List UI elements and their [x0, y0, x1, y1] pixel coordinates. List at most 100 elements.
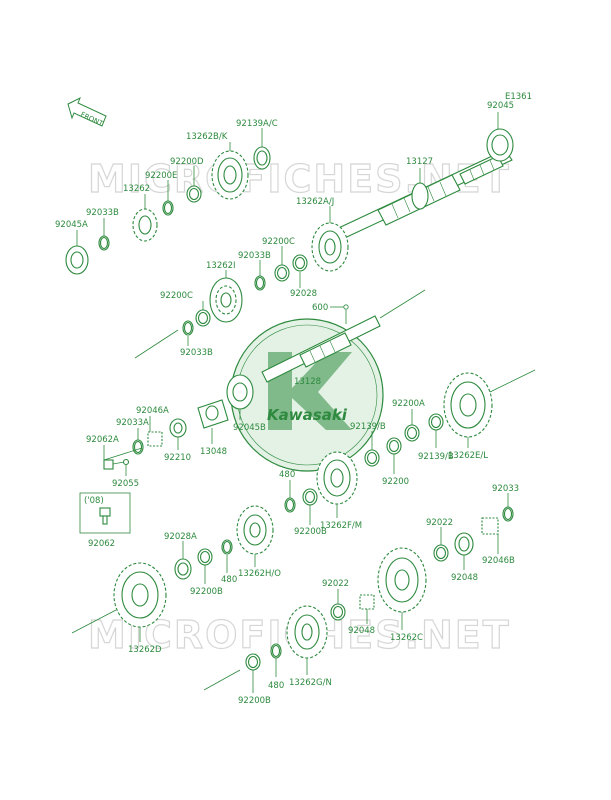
label-13262fm: 13262F/M	[320, 521, 362, 531]
bearing-92045a	[65, 245, 89, 275]
washer-92200b-a	[302, 488, 318, 506]
variant-box-08: ('08)	[79, 492, 131, 534]
pin-92055	[122, 458, 130, 466]
needle-bearing-92048	[359, 594, 375, 610]
label-13128: 13128	[294, 377, 321, 387]
leader-lines	[76, 128, 509, 693]
label-92045a: 92045A	[55, 220, 88, 230]
label-13262: 13262	[123, 184, 150, 194]
label-92062a: 92062A	[86, 435, 119, 445]
bolt-92062a	[103, 459, 125, 470]
label-13262c: 13262C	[390, 633, 423, 643]
label-13127: 13127	[406, 157, 433, 167]
label-92022-right: 92022	[426, 518, 453, 528]
gear-13262ho	[236, 505, 274, 555]
label-92200c-mid: 92200C	[262, 237, 295, 247]
circlip-92200e	[162, 200, 174, 216]
circlip-480-a	[284, 497, 296, 513]
collar-92139ac	[253, 146, 271, 170]
washer-92200b-c	[245, 653, 261, 671]
washer-92022-mid	[330, 603, 346, 621]
gear-13262	[132, 208, 158, 242]
label-13262gn: 13262G/N	[289, 678, 332, 688]
collar-92028a	[174, 558, 192, 580]
hub-13048	[197, 399, 229, 429]
label-600: 600	[312, 303, 328, 313]
circlip-480-b	[221, 539, 233, 555]
label-92046b: 92046B	[482, 556, 515, 566]
part-labels: 92045 13127 92139A/C 13262B/K 92200D 922…	[55, 101, 519, 706]
circlip-92033b-mid	[254, 275, 266, 291]
gear-13262d	[71, 562, 167, 634]
label-92200: 92200	[382, 477, 409, 487]
washer-92200	[386, 437, 402, 455]
label-92033b-left: 92033B	[180, 348, 213, 358]
label-92200a: 92200A	[392, 399, 425, 409]
gear-13262fm	[316, 451, 358, 505]
label-92028a: 92028A	[164, 532, 197, 542]
label-92200c-left: 92200C	[160, 291, 193, 301]
label-92200b-b: 92200B	[190, 587, 223, 597]
output-shaft-13127	[329, 149, 513, 243]
label-92048-right: 92048	[451, 573, 478, 583]
label-480-a: 480	[279, 470, 295, 480]
label-92139b-left: 92139/B	[350, 422, 386, 432]
label-13262i: 13262I	[206, 261, 236, 271]
circlip-92033-right	[502, 506, 514, 522]
label-92028-top: 92028	[290, 289, 317, 299]
washer-92200c-left	[195, 309, 211, 327]
brand-name: Kawasaki	[267, 406, 348, 424]
label-92033-right: 92033	[492, 484, 519, 494]
label-13262aj: 13262A/J	[296, 197, 334, 207]
circlip-92033b-left	[182, 320, 194, 336]
label-92200e: 92200E	[145, 171, 177, 181]
label-92210: 92210	[164, 453, 191, 463]
collar-92139b-right	[428, 413, 444, 431]
label-92048-mid: 92048	[348, 626, 375, 636]
label-13262bk: 13262B/K	[186, 132, 228, 142]
label-92033b-top: 92033B	[86, 208, 119, 218]
diagram-code: E1361	[505, 92, 532, 102]
circlip-480-c	[270, 643, 282, 659]
label-92139ac: 92139A/C	[236, 119, 278, 129]
front-arrow-icon: FRONT	[67, 96, 107, 128]
gear-13262c	[377, 547, 427, 613]
gear-13262el	[443, 369, 536, 438]
circlip-92033a	[132, 439, 144, 455]
label-92033a: 92033A	[116, 418, 149, 428]
label-92033b-mid: 92033B	[238, 251, 271, 261]
washer-92200c-mid	[274, 264, 290, 282]
label-92062: 92062	[88, 539, 115, 549]
label-92200d: 92200D	[170, 157, 204, 167]
label-480-c: 480	[268, 681, 284, 691]
needle-bearing-92046b	[481, 517, 499, 535]
gear-13262gn	[286, 605, 328, 659]
label-480-b: 480	[221, 575, 237, 585]
gear-13262bk	[211, 150, 249, 200]
year-note: ('08)	[84, 496, 104, 506]
collar-92139b-left	[364, 449, 380, 467]
label-92139b-right: 92139/B	[418, 452, 454, 462]
washer-92200b-b	[197, 548, 213, 566]
circlip-92033b-top	[98, 235, 110, 251]
label-92022-mid: 92022	[322, 579, 349, 589]
gear-13262i	[209, 277, 243, 323]
gear-13262aj	[311, 222, 349, 272]
washer-92022-right	[433, 544, 449, 562]
bearing-92045	[486, 112, 514, 162]
collar-92048-right	[454, 532, 474, 556]
collar-92028	[292, 254, 308, 272]
label-13262d: 13262D	[128, 645, 162, 655]
label-13262el: 13262E/L	[448, 451, 488, 461]
label-13048: 13048	[200, 447, 227, 457]
label-13262ho: 13262H/O	[238, 569, 281, 579]
bearing-92045b	[226, 374, 254, 410]
kawasaki-logo: Kawasaki	[230, 318, 384, 472]
nut-92210	[169, 418, 187, 438]
label-92200b-c: 92200B	[238, 696, 271, 706]
label-92200b-a: 92200B	[294, 527, 327, 537]
label-92055: 92055	[112, 479, 139, 489]
needle-bearing-92046a	[147, 431, 163, 447]
washer-92200a	[404, 424, 420, 442]
